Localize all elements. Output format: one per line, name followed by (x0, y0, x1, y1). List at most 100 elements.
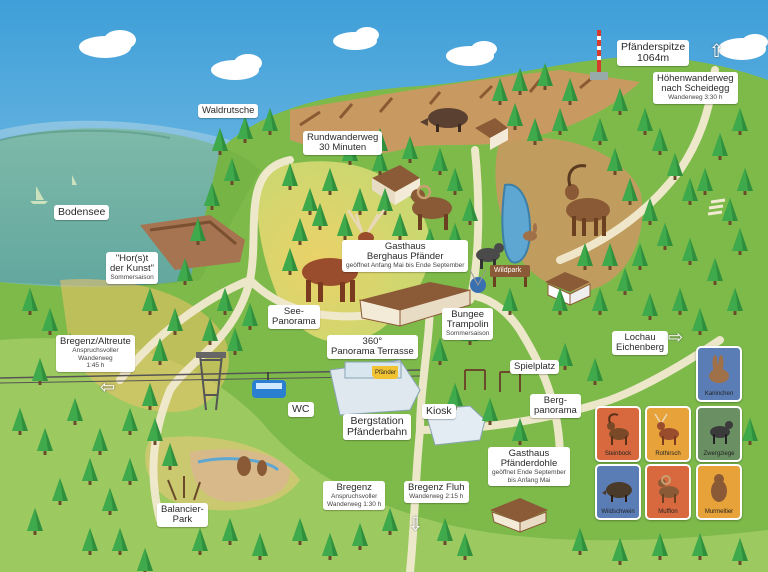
tree (502, 288, 518, 315)
tree (732, 108, 748, 135)
rundwanderweg-time: 30 Minuten (319, 142, 367, 153)
tree (222, 518, 238, 545)
legend-label: Steinbock (604, 451, 632, 457)
tree (102, 488, 118, 515)
tree (722, 198, 738, 225)
bergstation-line1: Bergstation (350, 415, 404, 427)
tree (147, 418, 163, 445)
playground (464, 369, 521, 392)
horst-line2: der Kunst" (110, 263, 155, 274)
bregenz-sub2: Wanderweg 1:30 h (327, 500, 382, 508)
pfaender-tower (590, 30, 608, 80)
tree (190, 218, 206, 245)
tree (142, 383, 158, 410)
tree (432, 148, 448, 175)
label-panorama-terrasse: 360° Panorama Terrasse (327, 335, 418, 359)
label-bergstation: Bergstation Pfänderbahn (343, 414, 412, 440)
label-spielplatz: Spielplatz (510, 360, 560, 374)
wildpark-sign (490, 265, 530, 287)
tree (262, 108, 278, 135)
tree (512, 68, 528, 95)
tree (652, 533, 668, 560)
tree (82, 528, 98, 555)
legend-label: Rothirsch (655, 451, 681, 457)
label-waldrutsche: Waldrutsche (198, 104, 259, 118)
tree (447, 168, 463, 195)
bungee-trampoline (469, 269, 487, 293)
tree (692, 533, 708, 560)
bregenz-altreute-sub3: 1:45 h (86, 362, 105, 369)
tree (224, 158, 240, 185)
tree (312, 203, 328, 230)
wild-boar (420, 108, 468, 132)
tree (712, 133, 728, 160)
dohle-line1: Gasthaus (508, 448, 550, 459)
tree (152, 338, 168, 365)
tree (707, 258, 723, 285)
tree (577, 243, 593, 270)
label-seepanorama: See- Panorama (268, 305, 320, 329)
label-bergpanorama: Berg- panorama (530, 394, 581, 418)
tree (67, 398, 83, 425)
tree (377, 188, 393, 215)
panorama-line2: Panorama Terrasse (331, 346, 414, 357)
tree (292, 218, 308, 245)
tree (492, 78, 508, 105)
tree (732, 538, 748, 565)
label-bregenz: Bregenz Anspruchsvoller Wanderweg 1:30 h (323, 481, 386, 510)
dwarf-goat-icon (710, 421, 733, 444)
legend-label: Murmeltier (704, 509, 734, 515)
clouds (79, 27, 768, 80)
berghaus-line1: Gasthaus (384, 241, 426, 252)
rabbit-icon (709, 355, 729, 383)
ibex (565, 164, 610, 236)
tree (142, 288, 158, 315)
tree (192, 528, 208, 555)
rundwanderweg-name: Rundwanderweg (307, 132, 379, 143)
trees (12, 63, 758, 572)
tree (177, 258, 193, 285)
label-bodensee: Bodensee (54, 205, 110, 220)
bregenz-altreute-sub2: Wanderweg (78, 354, 113, 362)
berghaus-line2: Berghaus Pfänder (366, 251, 444, 262)
bregenz-name: Bregenz (336, 482, 372, 493)
label-bregenz-altreute: Bregenz/Altreute Anspruchsvoller Wanderw… (56, 335, 135, 372)
tree (592, 288, 608, 315)
tree (292, 518, 308, 545)
tree (322, 168, 338, 195)
tree (37, 428, 53, 455)
lochau-line2: Eichenberg (616, 342, 665, 353)
marmots (237, 456, 267, 476)
tree (202, 318, 218, 345)
bungee-line1: Bungee (451, 309, 485, 320)
tree (122, 408, 138, 435)
bergpanorama-line1: Berg- (543, 395, 567, 406)
tree (137, 548, 153, 572)
horst-line1: "Hor(s)t (115, 253, 149, 264)
tree (457, 533, 473, 560)
tree (512, 418, 528, 445)
berghaus-hours: geöffnet Anfang Mai bis Ende September (346, 262, 465, 269)
tree (212, 128, 228, 155)
legend-label: Kaninchen (704, 391, 734, 397)
tree (552, 288, 568, 315)
tree (697, 168, 713, 195)
tree (122, 458, 138, 485)
tree (672, 288, 688, 315)
tree (572, 528, 588, 555)
tree (552, 108, 568, 135)
mouflon-icon (658, 475, 679, 503)
tree (592, 118, 608, 145)
tree (322, 533, 338, 560)
tree (382, 508, 398, 535)
tree (27, 508, 43, 535)
seepanorama-line2: Panorama (272, 316, 316, 327)
tree (237, 116, 253, 143)
seepanorama-line1: See- (283, 306, 304, 317)
legend-zwergziege: Zwergziege (696, 406, 742, 462)
arrow-left-icon: ⇦ (100, 377, 116, 397)
label-lochau-eichenberg: Lochau Eichenberg (612, 331, 669, 355)
tree (242, 303, 258, 330)
label-gasthaus-berghaus: Gasthaus Berghaus Pfänder geöffnet Anfan… (342, 240, 469, 272)
dwarf-goat (476, 243, 504, 269)
